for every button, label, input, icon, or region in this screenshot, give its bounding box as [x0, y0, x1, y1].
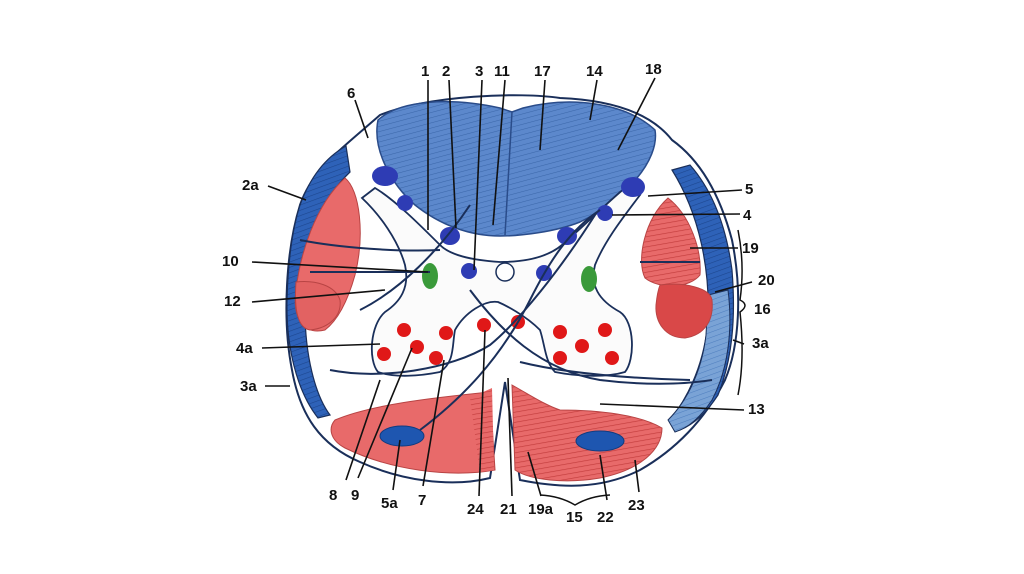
- label-11: 11: [494, 63, 510, 80]
- label-18: 18: [645, 61, 662, 78]
- label-3a-right: 3a: [752, 335, 769, 352]
- label-5a: 5a: [381, 495, 398, 512]
- label-16: 16: [754, 301, 771, 318]
- right-lateral-green-nucleus: [581, 266, 597, 292]
- label-14: 14: [586, 63, 603, 80]
- gray-matter: [360, 186, 642, 377]
- label-3: 3: [475, 63, 483, 80]
- label-19: 19: [742, 240, 759, 257]
- label-19a: 19a: [528, 501, 554, 518]
- label-1: 1: [421, 63, 429, 80]
- right-dorsal-nucleus-outer: [621, 177, 645, 197]
- label-6: 6: [347, 85, 355, 102]
- motor-nucleus: [598, 323, 612, 337]
- left-lateral-blue-tract: [286, 145, 351, 419]
- label-15: 15: [566, 509, 583, 526]
- fiber-line: [469, 289, 713, 385]
- motor-nucleus: [553, 325, 567, 339]
- left-ventral-blue-oval: [379, 425, 425, 447]
- label-24: 24: [467, 501, 484, 518]
- label-2: 2: [442, 63, 450, 80]
- left-lateral-green-nucleus: [422, 263, 438, 289]
- fiber-line: [299, 239, 441, 252]
- bracket-16: [737, 229, 746, 396]
- label-12: 12: [224, 293, 241, 310]
- right-dorsal-nucleus-inner: [597, 205, 613, 221]
- motor-nucleus: [429, 351, 443, 365]
- fiber-line: [519, 361, 691, 381]
- left-dorsal-nucleus-inner: [397, 195, 413, 211]
- motor-nucleus: [477, 318, 491, 332]
- left-intermediate-nucleus: [461, 263, 477, 279]
- motor-nucleus: [439, 326, 453, 340]
- label-8: 8: [329, 487, 337, 504]
- fiber-line: [359, 204, 471, 311]
- right-substantia-nucleus: [557, 227, 577, 245]
- motor-nucleus: [575, 339, 589, 353]
- label-13: 13: [748, 401, 765, 418]
- motor-nucleus: [377, 347, 391, 361]
- right-pale-blue-tract: [667, 289, 731, 433]
- label-20: 20: [758, 272, 775, 289]
- right-red-tract-lower: [655, 283, 713, 339]
- label-21: 21: [500, 501, 517, 518]
- dorsal-median-septum: [504, 111, 513, 236]
- label-3a-left: 3a: [240, 378, 257, 395]
- label-23: 23: [628, 497, 645, 514]
- label-5: 5: [745, 181, 753, 198]
- left-dorsal-nucleus-outer: [372, 166, 398, 186]
- fiber-line: [329, 214, 596, 375]
- label-4: 4: [743, 207, 752, 224]
- label-9: 9: [351, 487, 359, 504]
- motor-nucleus: [605, 351, 619, 365]
- motor-nucleus: [410, 340, 424, 354]
- label-4a: 4a: [236, 340, 253, 357]
- right-ventral-blue-oval: [575, 430, 625, 452]
- fiber-line: [419, 209, 601, 431]
- label-22: 22: [597, 509, 614, 526]
- motor-nucleus: [553, 351, 567, 365]
- label-17: 17: [534, 63, 551, 80]
- central-canal: [495, 262, 515, 282]
- left-substantia-nucleus: [440, 227, 460, 245]
- label-10: 10: [222, 253, 239, 270]
- left-red-tract-lower: [295, 281, 341, 331]
- bracket-15: [539, 494, 611, 506]
- motor-nucleus: [397, 323, 411, 337]
- leader-lines: [251, 77, 753, 501]
- label-7: 7: [418, 492, 426, 509]
- labels: 1 2 3 11 17 14 18 6 2a 10 12 4a 3a 5 4 1…: [222, 61, 775, 526]
- label-2a: 2a: [242, 177, 259, 194]
